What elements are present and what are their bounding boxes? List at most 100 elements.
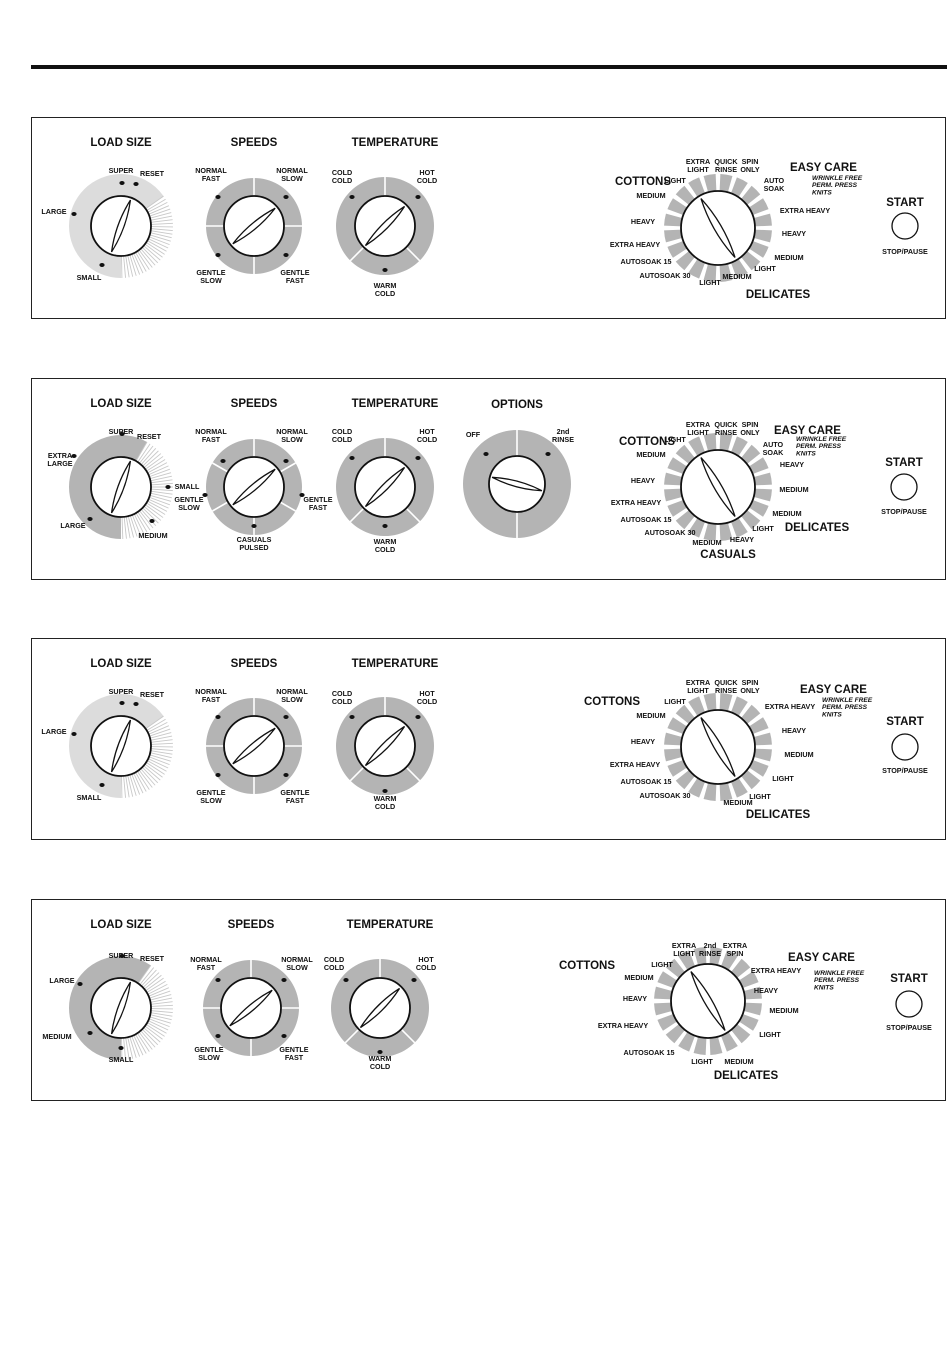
temperature-knob[interactable] bbox=[354, 715, 416, 777]
dial-ring-segment bbox=[693, 947, 707, 967]
indicator-dot bbox=[483, 452, 489, 456]
cycle-label: HEAVY bbox=[780, 460, 804, 469]
indicator-dot bbox=[202, 493, 208, 497]
temperature-title: TEMPERATURE bbox=[347, 919, 434, 931]
load-size-label: RESET bbox=[140, 690, 165, 699]
indicator-dot bbox=[215, 253, 221, 257]
stop-pause-label: STOP/PAUSE bbox=[882, 247, 928, 256]
dial-ring-segment bbox=[738, 971, 759, 989]
indicator-dot bbox=[118, 1046, 124, 1050]
load-size-title: LOAD SIZE bbox=[90, 658, 152, 670]
dial-ring-segment bbox=[703, 781, 717, 801]
knob-pointer bbox=[364, 466, 406, 508]
knob-pointer bbox=[690, 971, 726, 1031]
dial-ring-segment bbox=[742, 986, 762, 1000]
knob-pointer bbox=[700, 198, 736, 258]
load-size-knob[interactable] bbox=[90, 977, 152, 1039]
cycle-group-label: CASUALS bbox=[700, 549, 756, 561]
cycle-label: MEDIUM bbox=[724, 1057, 753, 1066]
cycle-label: AUTOSOAK 15 bbox=[621, 257, 672, 266]
load-size-title: LOAD SIZE bbox=[90, 137, 152, 149]
dial-ring-segment bbox=[688, 258, 706, 279]
cycle-label: MEDIUM bbox=[636, 191, 665, 200]
cycle-label: EXTRA HEAVY bbox=[598, 1021, 649, 1030]
indicator-dot bbox=[377, 1050, 383, 1054]
cycle-label: LIGHT bbox=[752, 524, 774, 533]
speeds-knob[interactable] bbox=[223, 715, 285, 777]
start-button[interactable] bbox=[891, 212, 919, 240]
load-size-label: SMALL bbox=[175, 482, 200, 491]
dial-ring-segment bbox=[740, 185, 761, 206]
start-button[interactable] bbox=[895, 990, 923, 1018]
temperature-title: TEMPERATURE bbox=[352, 398, 439, 410]
knob-pointer bbox=[232, 207, 276, 245]
load-size-knob[interactable] bbox=[90, 456, 152, 518]
speeds-knob[interactable] bbox=[223, 195, 285, 257]
start-button[interactable] bbox=[891, 733, 919, 761]
temperature-knob[interactable] bbox=[354, 195, 416, 257]
dial-ring-segment bbox=[69, 174, 121, 278]
stop-pause-label: STOP/PAUSE bbox=[881, 507, 927, 516]
dial-ring-segment bbox=[730, 258, 748, 279]
load-size-knob[interactable] bbox=[90, 195, 152, 257]
dial-ring-segment bbox=[742, 1002, 762, 1016]
temperature-knob[interactable] bbox=[349, 977, 411, 1039]
cycle-group-label: DELICATES bbox=[785, 522, 850, 534]
knob-pointer bbox=[232, 727, 276, 765]
dial-ring-segment bbox=[667, 499, 688, 517]
cycle-selector-knob[interactable] bbox=[670, 963, 746, 1039]
indicator-dot bbox=[119, 432, 125, 436]
load-size-label: SUPER bbox=[109, 427, 135, 436]
cycle-label: MEDIUM bbox=[769, 1006, 798, 1015]
load-size-knob[interactable] bbox=[90, 715, 152, 777]
cycle-selector-knob[interactable] bbox=[680, 449, 756, 525]
dial-ring-segment bbox=[463, 430, 571, 538]
cycle-label: AUTOSOAK 15 bbox=[621, 515, 672, 524]
knob-pointer bbox=[700, 717, 736, 777]
cycle-group-label: EASY CARE bbox=[774, 425, 841, 437]
cycle-label: LIGHT bbox=[651, 960, 673, 969]
dial-ring-segment bbox=[657, 1013, 678, 1031]
dial-ring-segment bbox=[748, 499, 769, 517]
dial-ring-segment bbox=[703, 693, 717, 713]
indicator-dot bbox=[215, 195, 221, 199]
cycle-label: MEDIUM bbox=[723, 798, 752, 807]
indicator-dot bbox=[349, 456, 355, 460]
cycle-label: MEDIUM bbox=[636, 711, 665, 720]
options-knob[interactable] bbox=[488, 455, 546, 513]
dial-ring-segment bbox=[730, 436, 748, 457]
indicator-dot bbox=[343, 978, 349, 982]
cycle-selector-knob[interactable] bbox=[680, 190, 756, 266]
cycle-label: LIGHT bbox=[754, 264, 776, 273]
dial-ring-segment bbox=[121, 435, 147, 462]
dial-ring-segment bbox=[703, 174, 717, 194]
start-button[interactable] bbox=[890, 473, 918, 501]
load-size-label: SUPER bbox=[109, 687, 135, 696]
cycle-group-label: COTTONS bbox=[619, 436, 675, 448]
load-size-label: RESET bbox=[137, 432, 162, 441]
dial-ring-segment bbox=[688, 696, 706, 717]
speeds-knob[interactable] bbox=[220, 977, 282, 1039]
speeds-knob[interactable] bbox=[223, 456, 285, 518]
load-size-label: SMALL bbox=[77, 793, 102, 802]
indicator-dot bbox=[215, 773, 221, 777]
dial-ring-segment bbox=[121, 694, 164, 729]
cycle-group-label: DELICATES bbox=[714, 1070, 779, 1082]
cycle-selector-knob[interactable] bbox=[680, 709, 756, 785]
temperature-knob[interactable] bbox=[354, 456, 416, 518]
dial-ring-segment bbox=[665, 958, 686, 979]
stop-pause-label: STOP/PAUSE bbox=[886, 1023, 932, 1032]
knob-pointer bbox=[229, 989, 273, 1027]
